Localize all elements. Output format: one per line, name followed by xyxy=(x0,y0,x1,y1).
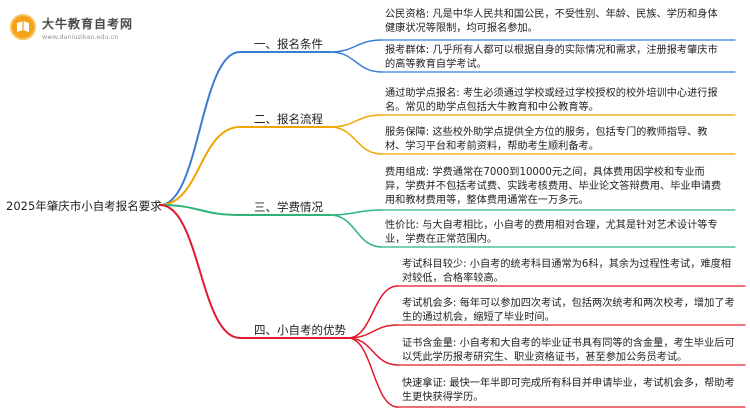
branch-label-1: 一、报名条件 xyxy=(254,37,323,51)
leaf-link-3-1 xyxy=(329,209,383,216)
branch-label-3: 三、学费情况 xyxy=(254,200,323,214)
leaf-1-1: 公民资格: 凡是中华人民共和国公民，不受性别、年龄、民族、学历和身体健康状况等限… xyxy=(385,9,718,34)
leaf-link-3-2 xyxy=(329,214,383,248)
leaf-link-4-1 xyxy=(347,285,399,339)
leaf-2-2: 服务保障: 这些校外助学点提供全方位的服务，包括专门的教师指导、教材、学习平台和… xyxy=(385,127,708,152)
leaf-link-1-2 xyxy=(329,51,383,73)
leaf-3-2: 性价比: 与大自考相比，小自考的费用相对合理，尤其是针对艺术设计等专业，学费在正… xyxy=(385,220,718,245)
leaf-1-2: 报考群体: 几乎所有人都可以根据自身的实际情况和需求，注册报考肇庆市的高等教育自… xyxy=(385,45,718,70)
logo-title: 大牛教育自考网 xyxy=(42,17,134,31)
leaf-link-2-2 xyxy=(329,126,383,155)
leaf-link-1-1 xyxy=(329,39,383,53)
logo: 大牛教育自考网 www.daniuzikao.edu.cn xyxy=(8,12,168,52)
leaf-4-3: 证书含金量: 小自考和大自考的毕业证书具有同等的含金量，考生毕业后可以凭此学历报… xyxy=(402,338,735,363)
leaf-link-4-3 xyxy=(347,337,399,366)
leaf-4-2: 考试机会多: 每年可以参加四次考试，包括两次统考和两次校考，增加了考生的通过机会… xyxy=(402,298,735,323)
root-topic: 2025年肇庆市小自考报名要求 xyxy=(6,199,162,213)
leaf-4-4: 快速拿证: 最快一年半即可完成所有科目并申请毕业，考试机会多，帮助考生更快获得学… xyxy=(402,378,735,403)
logo-url: www.daniuzikao.edu.cn xyxy=(42,33,119,41)
branch-link-3 xyxy=(159,204,241,216)
leaf-link-4-4 xyxy=(347,337,399,408)
book-icon xyxy=(10,14,36,40)
leaf-link-4-2 xyxy=(347,324,399,339)
branch-link-2 xyxy=(159,126,241,206)
branch-link-1 xyxy=(159,51,241,206)
leaf-3-1: 费用组成: 学费通常在7000到10000元之间，具体费用因学校和专业而异，学费… xyxy=(385,167,722,206)
leaf-4-1: 考试科目较少: 小自考的统考科目通常为6科，其余为过程性考试，难度相对较低，合格… xyxy=(402,259,731,284)
leaf-2-1: 通过助学点报名: 考生必须通过学校或经过学校授权的校外培训中心进行报名。常见的助… xyxy=(385,88,718,113)
branch-label-2: 二、报名流程 xyxy=(254,112,323,126)
branch-link-4 xyxy=(159,204,241,339)
branch-label-4: 四、小自考的优势 xyxy=(254,323,346,337)
leaf-link-2-1 xyxy=(329,114,383,128)
